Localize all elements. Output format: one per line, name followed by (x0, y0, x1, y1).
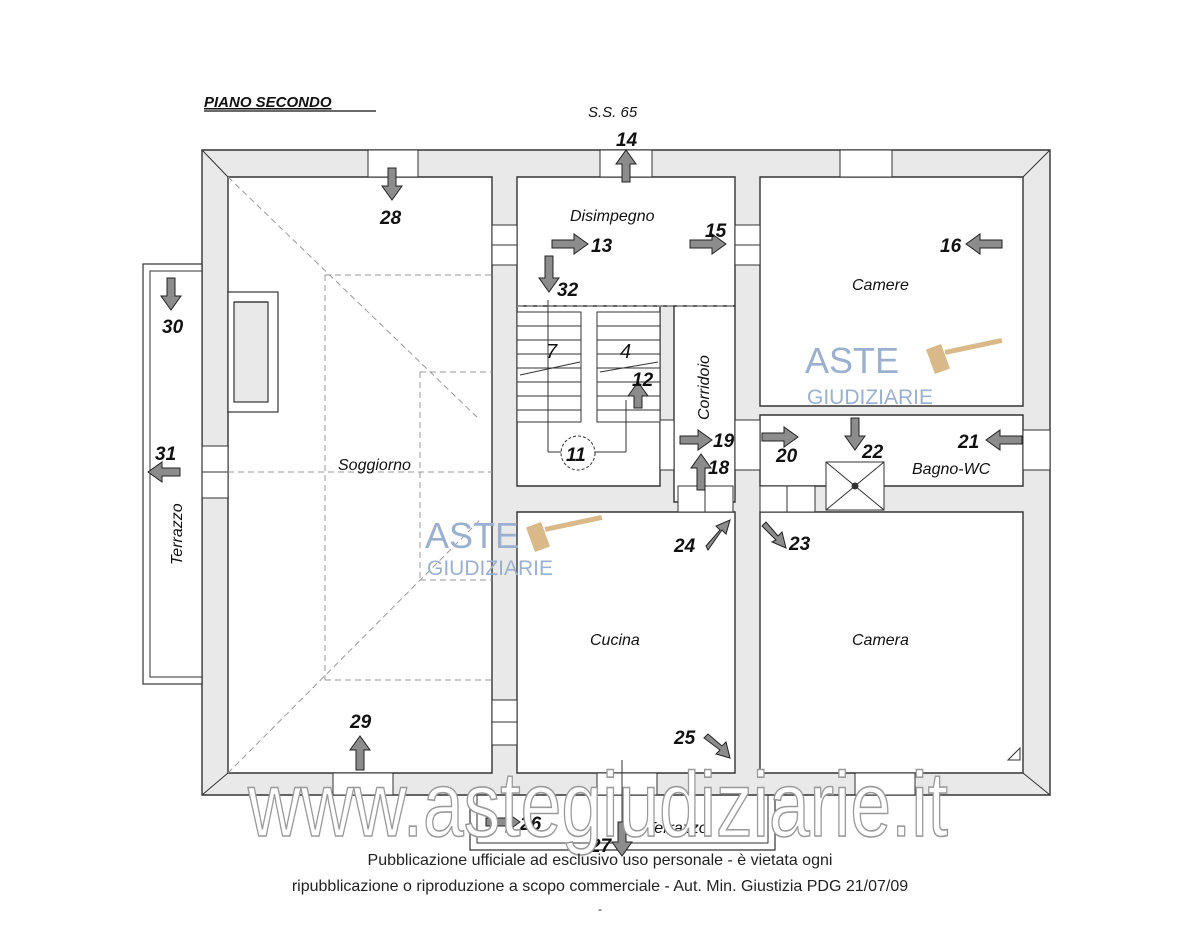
room-disimpegno: Disimpegno (570, 208, 655, 225)
site-watermark: www.astegiudiziarie.it (247, 754, 948, 856)
shower (825, 461, 885, 511)
photo-point-18: 18 (708, 458, 730, 479)
footer-line-1: Pubblicazione ufficiale ad esclusivo uso… (367, 852, 833, 869)
footer-mark: - (598, 902, 602, 916)
photo-point-26: 26 (519, 814, 542, 835)
watermark-aste-1: ASTE GIUDIZIARIE (805, 337, 1003, 409)
room-terrazzo-left: Terrazzo (169, 503, 186, 565)
room-camera-bottom: Camera (852, 632, 909, 649)
room-terrazzo-bottom: Terrazzo (646, 820, 708, 837)
photo-point-29: 29 (349, 712, 372, 733)
watermark-aste-2: ASTE GIUDIZIARIE (425, 514, 603, 580)
stair-flight-a-label: 7 (546, 341, 558, 363)
photo-point-12: 12 (632, 370, 654, 391)
roof-dashed-lines (227, 176, 735, 774)
svg-text:GIUDIZIARIE: GIUDIZIARIE (427, 557, 553, 580)
footer-line-2: ripubblicazione o riproduzione a scopo c… (291, 878, 909, 895)
photo-point-21: 21 (957, 432, 979, 453)
photo-point-15: 15 (705, 221, 727, 242)
room-cucina: Cucina (590, 632, 640, 649)
staircase (516, 300, 661, 453)
photo-point-22: 22 (861, 442, 884, 463)
svg-text:ASTE: ASTE (425, 515, 519, 556)
photo-point-numbers: 14 28 13 15 16 32 12 30 31 19 18 20 22 2… (155, 130, 979, 857)
photo-point-24: 24 (673, 536, 696, 557)
photo-point-20: 20 (775, 446, 798, 467)
room-corridoio: Corridoio (696, 355, 713, 420)
road-label: S.S. 65 (588, 104, 638, 121)
photo-point-13: 13 (591, 236, 613, 257)
photo-point-16: 16 (940, 236, 962, 257)
photo-point-23: 23 (788, 534, 811, 555)
photo-point-30: 30 (162, 317, 184, 338)
photo-point-11: 11 (566, 445, 586, 466)
photo-point-31: 31 (155, 444, 176, 465)
stair-landing-circle (560, 435, 596, 471)
plan-title: PIANO SECONDO (204, 94, 332, 111)
fireplace (227, 291, 279, 413)
room-camere-top: Camere (852, 277, 909, 294)
stair-flight-b-label: 4 (620, 341, 631, 363)
photo-point-32: 32 (557, 280, 579, 301)
photo-point-14: 14 (616, 130, 638, 151)
photo-point-28: 28 (379, 208, 402, 229)
room-soggiorno: Soggiorno (338, 457, 411, 474)
photo-point-25: 25 (673, 728, 696, 749)
room-bagno-wc: Bagno-WC (912, 461, 991, 478)
photo-point-19: 19 (713, 431, 735, 452)
viewpoint-arrows (147, 149, 1023, 857)
svg-text:GIUDIZIARIE: GIUDIZIARIE (807, 386, 933, 409)
svg-text:ASTE: ASTE (805, 340, 899, 381)
photo-point-27: 27 (589, 836, 613, 857)
